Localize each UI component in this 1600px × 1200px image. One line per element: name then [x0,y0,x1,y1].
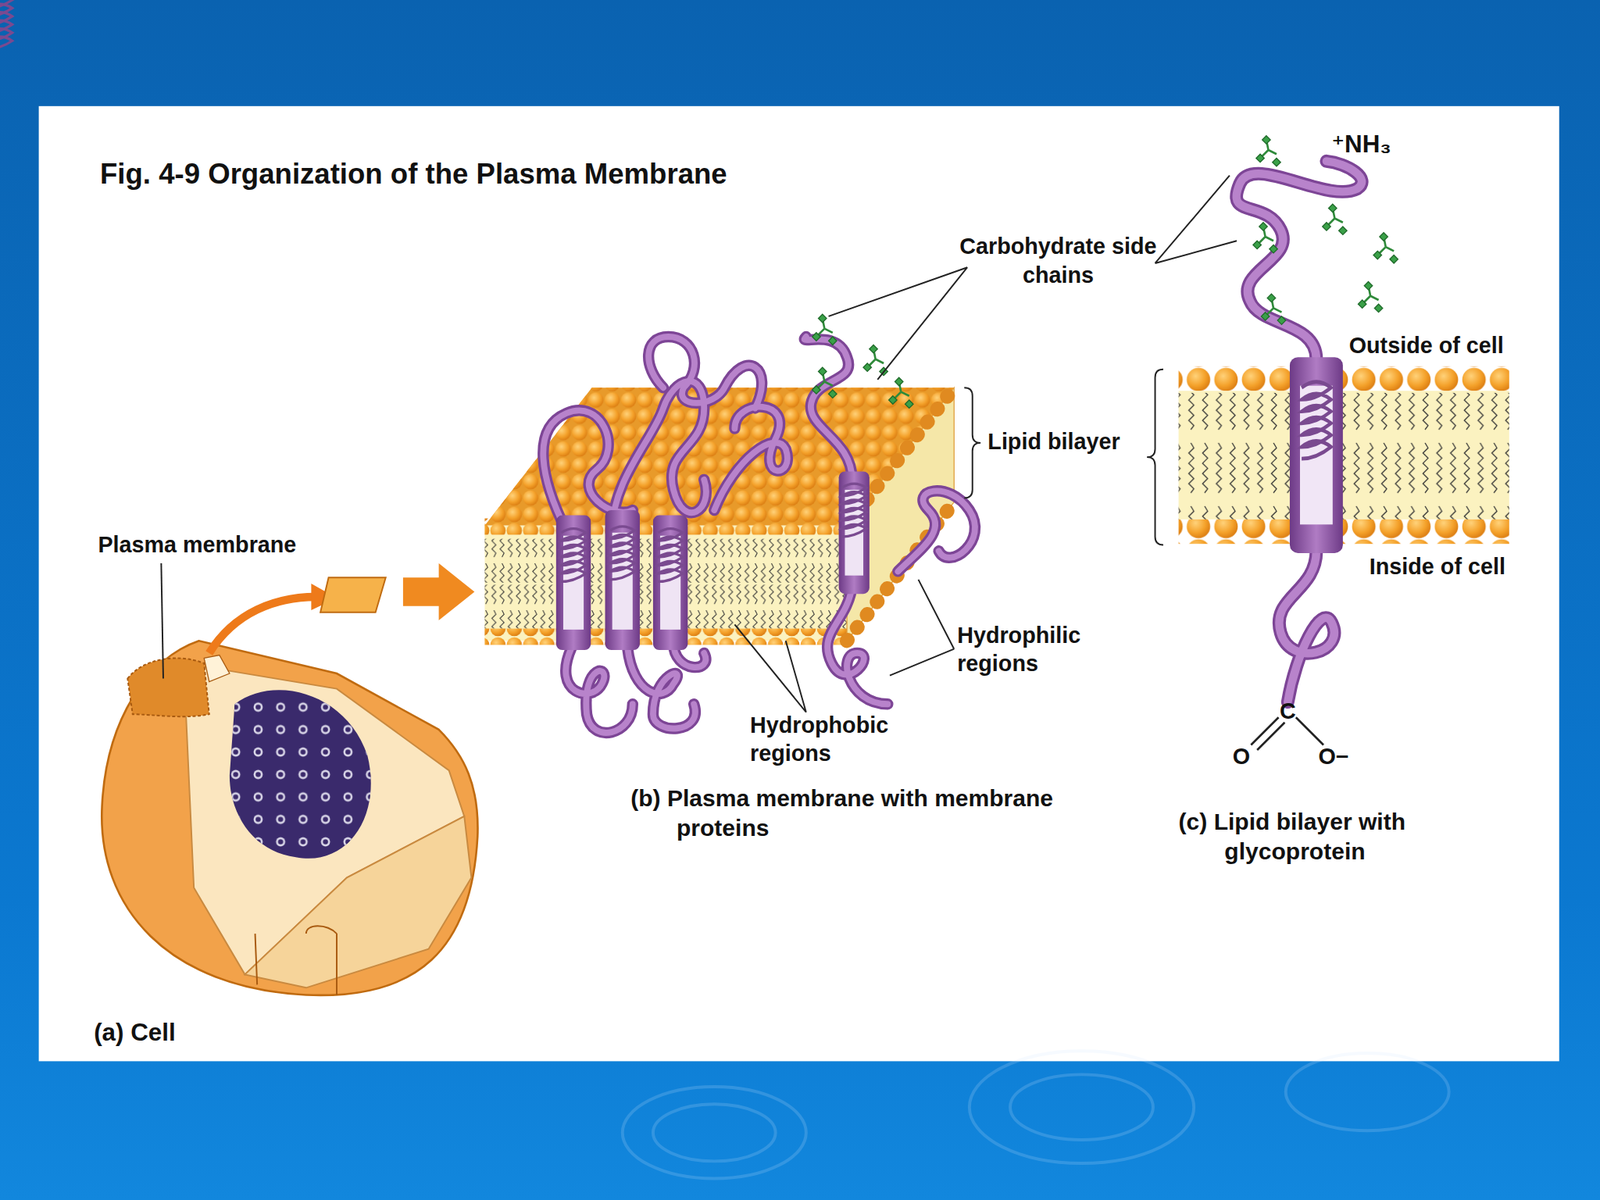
bilayer-detail [0,0,1510,750]
atom-label: O− [1318,742,1350,772]
region-label: Inside of cell [1369,553,1506,582]
region-label: Outside of cell [1349,331,1504,360]
panel [39,106,1560,1062]
leader-lines [734,175,1237,713]
part-label: Hydrophobic regions [750,710,924,768]
part-label: Carbohydrate side chains [956,232,1161,290]
chemical-group: ⁺NH₃ [1331,128,1391,160]
atom-label: C [1279,696,1297,725]
panel-caption: (b) Plasma membrane with membrane protei… [630,783,1054,843]
part-label: Hydrophilic regions [957,621,1111,678]
panel-caption: (c) Lipid bilayer with glycoprotein [1178,807,1532,866]
part-label: Lipid bilayer [987,427,1120,456]
panel-caption: (a) Cell [93,1017,176,1048]
membrane-block [484,314,981,733]
cell-drawing [101,563,478,996]
part-label: Plasma membrane [97,530,297,559]
ripples [622,1050,1450,1179]
figure-title: Fig. 4-9 Organization of the Plasma Memb… [100,156,728,193]
atom-label: O [1232,742,1250,772]
